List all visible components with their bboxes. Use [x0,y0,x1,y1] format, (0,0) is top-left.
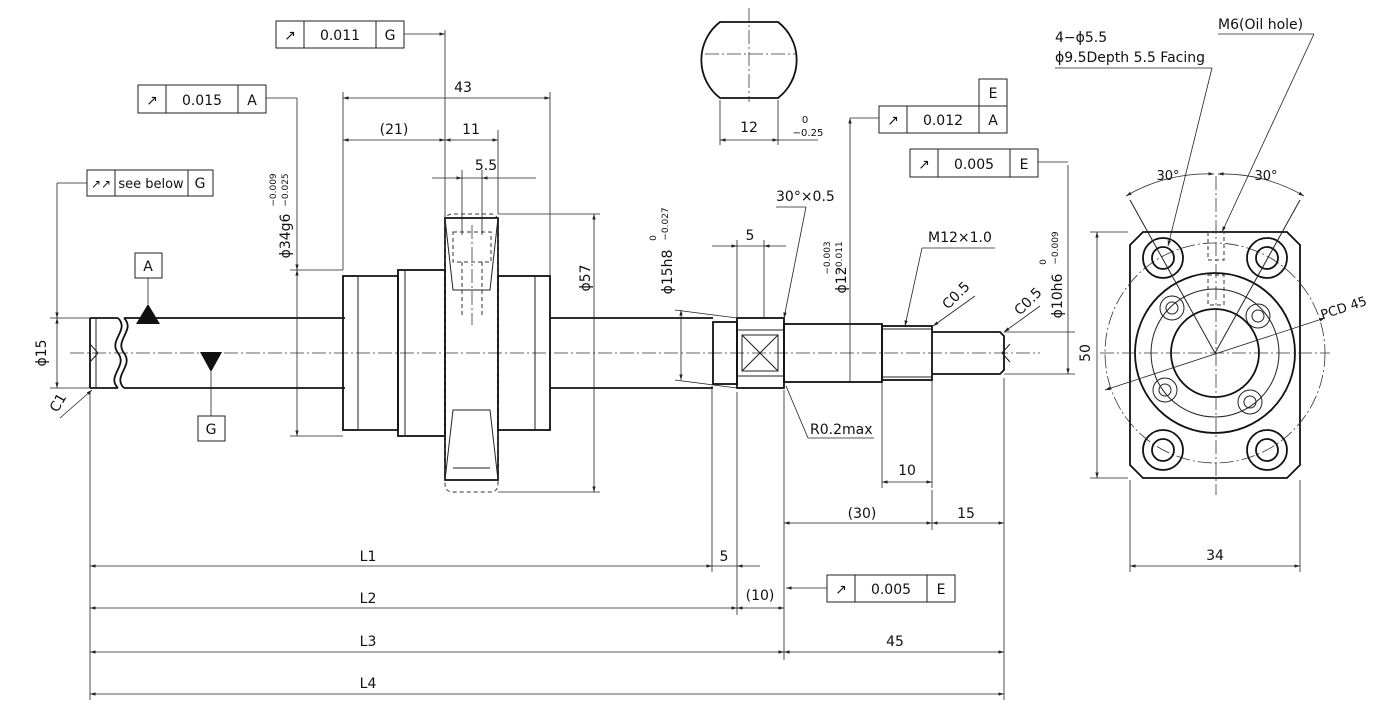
svg-text:0: 0 [1039,259,1049,265]
dim-phi34: ϕ34g6 [278,213,294,258]
fcf-0-012: ↗ 0.012 A E [878,78,1008,134]
fcf-see-below: ↗↗ see below G [55,169,214,318]
svg-text:−0.027: −0.027 [661,207,671,240]
svg-text:A: A [247,93,257,109]
svg-text:0.011: 0.011 [320,28,360,44]
dim-50: 50 [1078,344,1094,362]
dim-43: 43 [454,80,472,96]
dim-c1: C1 [47,391,70,415]
angle-right: 30° [1254,169,1277,184]
dimensions: 43 (21) 11 5.5 ϕ34g6 −0.009 −0.025 ϕ57 ϕ… [34,30,1075,700]
dim-L1: L1 [360,549,377,565]
thread-m12 [881,325,933,381]
angle-left: 30° [1156,169,1179,184]
dim-45: 45 [886,634,904,650]
svg-text:G: G [206,422,217,438]
svg-text:0.005: 0.005 [954,157,994,173]
svg-text:−0.025: −0.025 [281,173,291,206]
svg-text:0.015: 0.015 [182,93,222,109]
svg-text:E: E [989,86,998,102]
datum-triangle-icon [200,352,222,372]
dim-phi12: ϕ12 [834,266,850,293]
dim-5-bottom: 5 [720,549,729,565]
svg-text:A: A [143,259,153,275]
svg-text:0: 0 [649,235,659,241]
svg-text:G: G [195,176,206,192]
svg-text:−0.011: −0.011 [835,241,845,274]
dim-phi15h8: ϕ15h8 [660,250,676,295]
svg-text:0.005: 0.005 [871,582,911,598]
fcf-0-005-top: ↗ 0.005 E [909,148,1068,178]
svg-text:see below: see below [118,177,184,192]
svg-text:0.012: 0.012 [923,113,963,129]
dim-5-top: 5 [746,228,755,244]
datum-a: A [134,252,163,324]
svg-text:E: E [1020,157,1029,173]
ball-nut [342,213,551,493]
dim-15: 15 [957,506,975,522]
runout-arrow-icon: ↗↗ [91,177,111,191]
oil-hole-callout: M6(Oil hole) [1218,17,1303,33]
mounting-holes [1142,237,1288,471]
dim-phi15: ϕ15 [34,339,50,366]
dim-phi10h6: ϕ10h6 [1050,273,1066,318]
dim-10-paren: (10) [746,588,775,604]
svg-text:0: 0 [802,115,808,126]
holes-callout-2: ϕ9.5Depth 5.5 Facing [1055,50,1205,66]
dim-phi57: ϕ57 [578,264,594,291]
nut-flange [444,217,499,481]
dim-r02: R0.2max [810,422,873,438]
dim-m12: M12×1.0 [928,230,992,246]
dim-c05-a: C0.5 [940,279,974,313]
dim-L4: L4 [360,676,377,692]
dim-11: 11 [462,122,480,138]
dim-5-5: 5.5 [475,158,497,174]
ball-screw-shaft [70,317,1040,389]
dim-L3: L3 [360,634,377,650]
runout-arrow-icon: ↗ [835,582,847,598]
svg-text:A: A [988,113,998,129]
fcf-0-005-bottom: ↗ 0.005 E [786,574,956,603]
svg-text:−0.25: −0.25 [793,128,824,139]
runout-arrow-icon: ↗ [284,28,296,44]
d-cut-section: 12 0 −0.25 [700,8,824,145]
dim-30: (30) [848,506,877,522]
holes-callout-1: 4−ϕ5.5 [1055,30,1107,46]
dim-12: 12 [740,120,758,136]
datum-g: G [197,352,226,442]
fcf-0-011: ↗ 0.011 G [275,20,445,49]
dim-21: (21) [380,122,409,138]
dim-c05-b: C0.5 [1012,285,1046,319]
svg-text:−0.009: −0.009 [269,173,279,207]
dim-chamfer: 30°×0.5 [776,189,835,205]
dim-34: 34 [1206,548,1224,564]
svg-text:−0.003: −0.003 [823,241,833,274]
pcd-label: PCD 45 [1319,294,1369,323]
dim-10: 10 [898,463,916,479]
runout-arrow-icon: ↗ [887,113,899,129]
svg-text:G: G [385,28,396,44]
runout-arrow-icon: ↗ [146,93,158,109]
runout-arrow-icon: ↗ [918,157,930,173]
fcf-0-015: ↗ 0.015 A [137,84,299,270]
dim-L2: L2 [360,591,377,607]
flange-end-view: 30° 30° PCD 45 50 34 4−ϕ5.5 ϕ9.5Depth 5.… [1055,17,1369,572]
svg-text:−0.009: −0.009 [1051,231,1061,265]
datum-triangle-icon [136,304,160,324]
svg-text:E: E [937,582,946,598]
